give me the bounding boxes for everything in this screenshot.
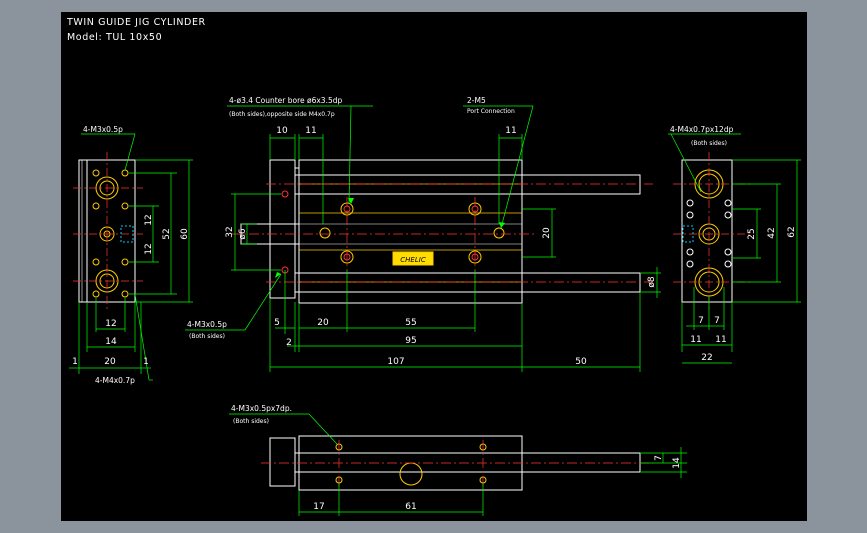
dim-left-12a: 12	[144, 214, 154, 225]
callout-left-m4: 4-M4x0.7p	[95, 376, 135, 385]
front-view: CHELIC	[185, 96, 661, 372]
dim-front-55: 55	[405, 318, 416, 328]
dim-left-e1b: 1	[143, 357, 149, 367]
callout-port-1: 2-M5	[467, 96, 486, 105]
drawing-model: Model: TUL 10x50	[67, 32, 162, 43]
dim-front-107: 107	[387, 357, 404, 367]
dim-left-w20: 20	[104, 357, 116, 367]
callout-right-m4: 4-M4x0.7px12dp	[670, 125, 734, 134]
dim-front-d6: ø6	[238, 228, 248, 240]
drawing-title: TWIN GUIDE JIG CYLINDER	[66, 17, 206, 28]
callout-mid-m3: 4-M3x0.5p	[187, 320, 227, 329]
callout-bottom-both: (Both sides)	[233, 418, 269, 425]
dim-front-32: 32	[225, 226, 235, 237]
callout-counterbore-1: 4-ø3.4 Counter bore ø6x3.5dp	[229, 96, 342, 105]
dim-left-w14: 14	[105, 337, 117, 347]
callout-left-m3: 4-M3x0.5p	[83, 125, 123, 134]
dim-front-5: 5	[274, 318, 280, 328]
callout-port-2: Port Connection	[467, 108, 515, 115]
dim-left-e1a: 1	[72, 357, 78, 367]
dim-bottom-14: 14	[672, 457, 682, 469]
cad-drawing: TWIN GUIDE JIG CYLINDER Model: TUL 10x50	[66, 17, 801, 516]
dim-front-11a: 11	[305, 126, 316, 136]
dim-front-11b: 11	[505, 126, 516, 136]
dim-front-d8: ø8	[647, 276, 657, 288]
dim-right-42: 42	[767, 227, 777, 238]
dim-left-w12: 12	[105, 319, 116, 329]
dim-right-w22: 22	[701, 353, 712, 363]
dim-right-w7b: 7	[714, 316, 720, 326]
callout-right-both: (Both sides)	[691, 140, 727, 147]
dim-right-w11b: 11	[715, 335, 726, 345]
dim-front-10: 10	[276, 126, 288, 136]
right-view-holes	[682, 169, 732, 297]
left-view-holes	[92, 169, 134, 298]
drawing-sheet: TWIN GUIDE JIG CYLINDER Model: TUL 10x50	[61, 12, 807, 521]
dim-left-12b: 12	[144, 243, 154, 254]
brand-label: CHELIC	[400, 256, 426, 264]
bottom-view: 7 14 17 61 4-M3x0.5px7dp. (Both sides)	[229, 404, 687, 516]
dim-right-w11a: 11	[690, 335, 701, 345]
dim-front-20: 20	[542, 227, 552, 239]
bottom-port	[399, 462, 423, 486]
dim-bottom-61: 61	[405, 502, 416, 512]
dim-front-95: 95	[405, 336, 416, 346]
dim-right-62: 62	[787, 226, 797, 237]
dim-left-52: 52	[162, 228, 172, 239]
right-end-view: 25 42 62 7 7 11 11 22 4-M4x0.7px12dp (Bo…	[668, 125, 801, 364]
dim-left-60: 60	[180, 228, 190, 240]
left-end-view: 12 12 52 60 12 14 20 1 1 4-M3x0.5p 4-M4x…	[69, 125, 193, 385]
dim-right-25: 25	[747, 228, 757, 239]
dim-bottom-17: 17	[313, 502, 324, 512]
dim-front-20b: 20	[317, 318, 329, 328]
callout-counterbore-2: (Both sides),opposite side M4x0.7p	[229, 111, 335, 118]
brand-plate	[392, 251, 434, 266]
dim-bottom-7: 7	[654, 455, 664, 461]
callout-mid-both: (Both sides)	[189, 333, 225, 340]
dim-right-w7a: 7	[698, 316, 704, 326]
dim-front-2: 2	[286, 338, 292, 348]
callout-bottom-m3: 4-M3x0.5px7dp.	[231, 404, 292, 413]
dim-front-50: 50	[575, 357, 587, 367]
